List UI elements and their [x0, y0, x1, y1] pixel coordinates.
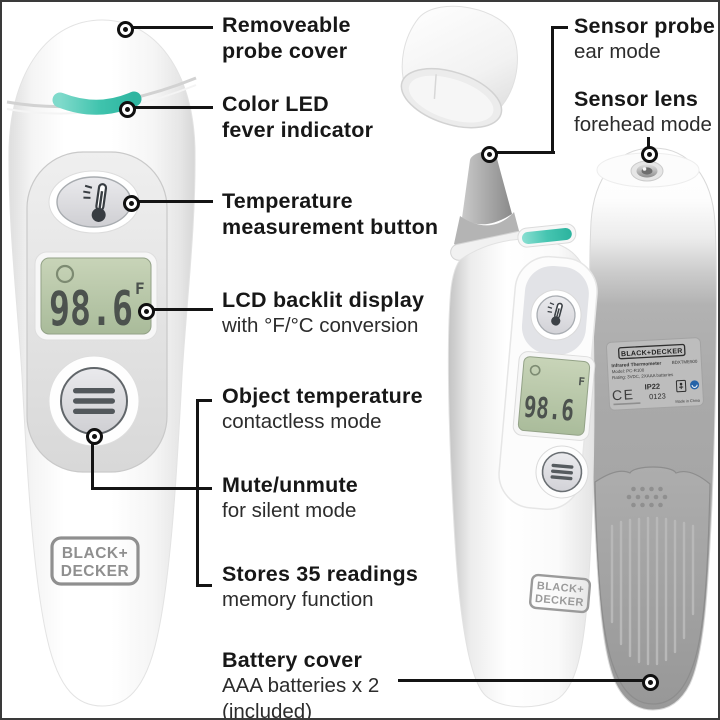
callout-bold-line: Removeable [222, 13, 351, 37]
ce-mark: CE [612, 386, 635, 403]
callout-lcd-display: LCD backlit display with °F/°C conversio… [222, 287, 424, 339]
callout-battery-cover: Battery cover AAA batteries x 2 (include… [222, 647, 380, 720]
thermometer-back-view: BLACK+DECKER Infrared Thermometer BDXTME… [589, 147, 717, 711]
callout-line-probe-cover [133, 26, 213, 29]
brand-line1: BLACK+ [536, 580, 584, 596]
marker-lcd [137, 302, 155, 320]
marker-measure-button [122, 194, 140, 212]
thermometer-icon [547, 302, 563, 326]
marker-sensor-lens [640, 145, 658, 163]
callout-line-battery-cover [398, 679, 644, 682]
callout-color-led: Color LED fever indicator [222, 91, 373, 143]
callout-line-led [135, 106, 213, 109]
certification-dot-icon [690, 380, 700, 390]
menu-lines-icon [73, 388, 115, 414]
thermometer-front-view: 98.6 F BLACK+ DECKER [6, 19, 197, 707]
callout-bold-line: Object temperature [222, 384, 423, 408]
thermometer-icon [83, 183, 108, 222]
callout-object-temperature: Object temperature contactless mode [222, 383, 423, 435]
brand-logo: BLACK+ DECKER [50, 536, 140, 586]
applied-part-icon [675, 379, 687, 393]
grip-dots [626, 486, 668, 508]
callout-bold-line: Sensor lens [574, 87, 699, 111]
regulatory-label: BLACK+DECKER Infrared Thermometer BDXTME… [605, 337, 704, 411]
led-fever-indicator [517, 223, 577, 248]
callout-line-mute-across [91, 487, 212, 490]
head-profile-icon [529, 364, 541, 376]
sensor-lens [630, 160, 664, 182]
marker-battery-cover [641, 673, 659, 691]
label-made-in: Made in China [675, 399, 701, 404]
callout-bold-line: Mute/unmute [222, 473, 358, 497]
callout-mute-unmute: Mute/unmute for silent mode [222, 472, 358, 524]
brand-line2: DECKER [61, 563, 129, 580]
callout-temperature-button: Temperature measurement button [222, 188, 438, 240]
callout-line-lcd [153, 308, 213, 311]
callout-sensor-probe: Sensor probe ear mode [574, 13, 715, 65]
callout-bracket-top-stub [196, 399, 212, 402]
lcd-reading: 98.6 [522, 389, 575, 427]
lcd-reading: 98.6 [49, 282, 133, 337]
callout-regular-line: ear mode [574, 40, 661, 63]
grip-ridges [610, 516, 695, 666]
callout-bold-line: fever indicator [222, 118, 374, 142]
callout-stores-readings: Stores 35 readings memory function [222, 561, 418, 613]
mute-button-side [535, 445, 589, 499]
callout-removeable-probe-cover: Removeable probe cover [222, 12, 351, 64]
callout-line-measure-button [138, 200, 213, 203]
callout-bold-line: Battery cover [222, 648, 363, 672]
thermometer-uncapped-view: 98.6 F BLACK+ DECKER [447, 151, 598, 708]
measure-button [48, 170, 140, 234]
callout-line-mute-drop [91, 443, 94, 490]
mute-button [48, 355, 140, 447]
label-model: Model: PC-R100 [612, 367, 645, 374]
marker-probe-cover [116, 20, 134, 38]
head-profile-icon [55, 264, 75, 284]
label-product-line: Infrared Thermometer [611, 361, 661, 370]
fine-print-line [613, 402, 641, 406]
brand-line2: DECKER [535, 593, 585, 609]
label-brand: BLACK+DECKER [621, 348, 683, 358]
callout-line-sensor-lens [647, 137, 650, 147]
callout-bracket-vertical [196, 399, 199, 587]
label-ip-rating: IP22 [644, 382, 660, 392]
callout-line-sensor-probe-vert [551, 26, 554, 154]
brand-line1: BLACK+ [62, 545, 128, 562]
callout-bold-line: probe cover [222, 39, 348, 63]
label-notified-body: 0123 [649, 391, 666, 401]
callout-regular-line: contactless mode [222, 410, 382, 433]
callout-line-sensor-probe-stub [551, 26, 568, 29]
lcd-display-side: 98.6 F [512, 351, 596, 441]
callout-regular-line: (included) [222, 700, 313, 720]
callout-bracket-bottom-stub [196, 584, 212, 587]
menu-lines-icon [550, 463, 574, 481]
callout-bold-line: Color LED [222, 92, 329, 116]
lcd-unit: F [578, 375, 586, 389]
callout-bold-line: measurement button [222, 215, 439, 239]
callout-sensor-lens: Sensor lens forehead mode [574, 86, 712, 138]
brand-logo-side: BLACK+ DECKER [529, 573, 592, 614]
marker-mute-button [85, 427, 103, 445]
lcd-unit: F [135, 279, 145, 298]
callout-regular-line: forehead mode [574, 113, 712, 136]
callout-regular-line: with °F/°C conversion [222, 314, 419, 337]
callout-line-sensor-probe-horiz [496, 151, 555, 154]
removed-probe-cover [400, 5, 518, 129]
callout-regular-line: for silent mode [222, 499, 357, 522]
callout-bold-line: Stores 35 readings [222, 562, 418, 586]
measure-button [530, 289, 582, 341]
label-model-code: BDXTME500 [672, 359, 698, 365]
label-rating: Rating: 3VDC, 2XAAA batteries [612, 372, 674, 380]
marker-led [118, 100, 136, 118]
callout-bold-line: LCD backlit display [222, 288, 425, 312]
callout-bold-line: Temperature [222, 189, 353, 213]
callout-bold-line: Sensor probe [574, 14, 715, 38]
callout-regular-line: memory function [222, 588, 374, 611]
marker-sensor-probe [480, 145, 498, 163]
lcd-display: 98.6 F [34, 251, 158, 341]
callout-regular-line: AAA batteries x 2 [222, 674, 380, 697]
battery-cover [594, 466, 711, 705]
